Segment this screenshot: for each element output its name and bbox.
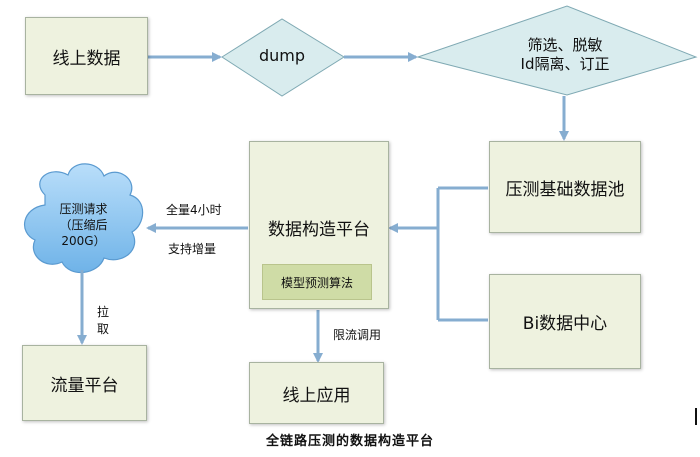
base-pool-box: 压测基础数据池 <box>489 141 641 233</box>
filter-diamond <box>416 5 698 96</box>
dump-label: dump <box>258 46 306 65</box>
online-data-label: 线上数据 <box>52 48 121 69</box>
cloud-label-line3: 200G） <box>61 234 106 248</box>
traffic-platform-label: 流量平台 <box>50 375 119 396</box>
edge-label-pull-2: 取 <box>97 322 110 336</box>
cloud-shape <box>24 163 144 274</box>
edge-label-pull-1: 拉 <box>97 305 110 319</box>
diagram-caption: 全链路压测的数据构造平台 <box>265 434 434 449</box>
cloud-label: 压测请求 （压缩后 200G） <box>36 201 131 249</box>
cloud-label-line2: （压缩后 <box>59 218 108 232</box>
traffic-platform-box: 流量平台 <box>22 345 147 421</box>
cloud-label-line1: 压测请求 <box>59 202 108 216</box>
filter-label-line2: Id隔离、订正 <box>520 55 610 73</box>
filter-label-line1: 筛选、脱敏 <box>527 36 603 54</box>
model-box: 模型预测算法 <box>262 264 372 300</box>
online-app-box: 线上应用 <box>249 362 384 424</box>
bi-center-box: Bi数据中心 <box>489 274 641 369</box>
model-label: 模型预测算法 <box>280 275 353 290</box>
online-data-box: 线上数据 <box>25 17 148 95</box>
platform-label: 数据构造平台 <box>268 220 370 240</box>
online-app-label: 线上应用 <box>282 385 351 406</box>
base-pool-label: 压测基础数据池 <box>505 179 625 200</box>
filter-label: 筛选、脱敏 Id隔离、订正 <box>470 36 660 74</box>
edge-label-limited-call: 限流调用 <box>333 328 382 342</box>
bi-center-label: Bi数据中心 <box>522 314 608 334</box>
edge-label-incremental: 支持增量 <box>168 242 217 256</box>
edge-label-full: 全量4小时 <box>166 203 222 217</box>
